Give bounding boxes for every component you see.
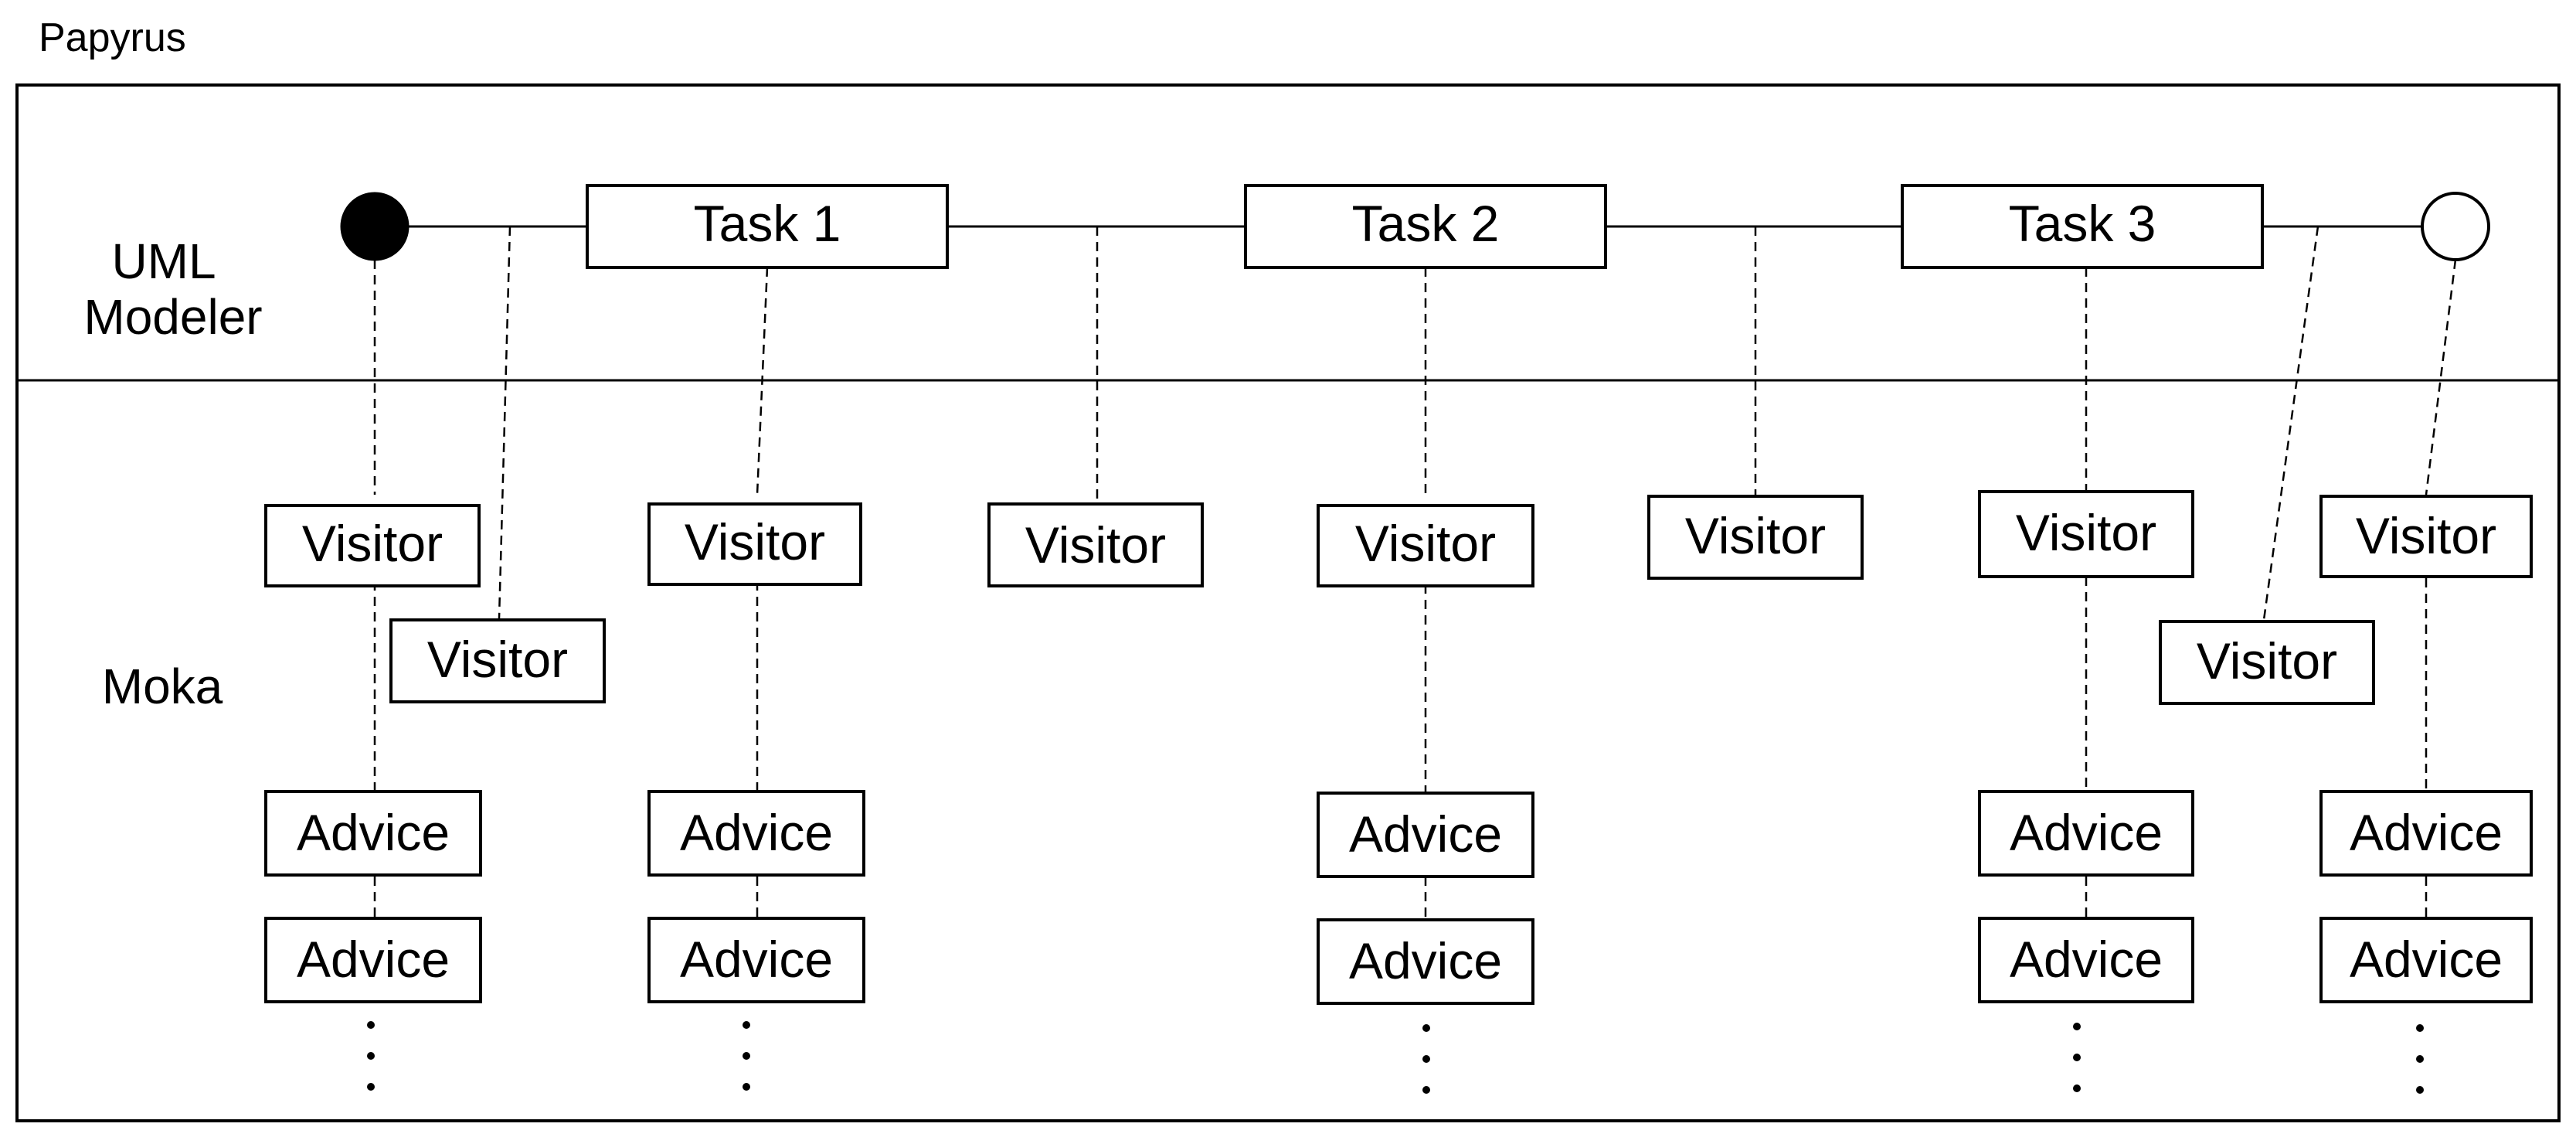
advice-box: Advice	[1317, 918, 1534, 1005]
visitor-box: Visitor	[264, 504, 481, 587]
task-3-label: Task 3	[2009, 195, 2156, 252]
diagram-title: Papyrus	[39, 15, 186, 60]
task-2-label: Task 2	[1352, 195, 1500, 252]
visitor-label: Visitor	[685, 513, 825, 570]
visitor-label: Visitor	[1685, 507, 1826, 564]
advice-label: Advice	[680, 931, 833, 988]
task-1-label: Task 1	[694, 195, 841, 252]
advice-label: Advice	[297, 804, 450, 861]
advice-box: Advice	[1978, 790, 2194, 877]
task-3: Task 3	[1901, 184, 2264, 269]
visitor-label: Visitor	[2356, 507, 2496, 564]
visitor-box: Visitor	[2159, 620, 2375, 705]
lane-label-modeler: Modeler	[83, 289, 262, 345]
advice-box: Advice	[264, 917, 482, 1003]
advice-box: Advice	[1317, 792, 1534, 878]
visitor-box: Visitor	[389, 618, 606, 703]
visitor-box: Visitor	[1647, 495, 1864, 580]
continuation-dots	[367, 1021, 2424, 1094]
visitor-label: Visitor	[2016, 504, 2156, 561]
advice-label: Advice	[680, 804, 833, 861]
advice-box: Advice	[2319, 790, 2533, 877]
visitor-box: Visitor	[987, 502, 1204, 587]
outer-frame	[15, 83, 2561, 1122]
visitor-label: Visitor	[1025, 516, 1166, 574]
final-node	[2421, 192, 2490, 261]
advice-label: Advice	[2350, 804, 2503, 861]
visitor-box: Visitor	[1317, 504, 1534, 587]
dashed-connectors	[373, 226, 2457, 918]
advice-box: Advice	[647, 917, 865, 1003]
advice-box: Advice	[1978, 917, 2194, 1003]
visitor-box: Visitor	[1978, 490, 2194, 578]
visitor-label: Visitor	[1355, 515, 1496, 572]
advice-label: Advice	[297, 931, 450, 988]
advice-label: Advice	[2350, 931, 2503, 988]
visitor-label: Visitor	[2197, 632, 2337, 689]
lane-label-moka: Moka	[102, 659, 223, 714]
advice-box: Advice	[647, 790, 865, 877]
advice-box: Advice	[2319, 917, 2533, 1003]
visitor-label: Visitor	[427, 631, 568, 688]
advice-label: Advice	[2010, 804, 2163, 861]
advice-label: Advice	[1349, 805, 1502, 863]
visitor-box: Visitor	[647, 502, 862, 586]
lane-label-uml: UML	[111, 233, 216, 289]
visitor-label: Visitor	[302, 515, 443, 572]
advice-label: Advice	[1349, 932, 1502, 989]
initial-node	[340, 192, 410, 261]
task-1: Task 1	[586, 184, 949, 269]
task-2: Task 2	[1244, 184, 1607, 269]
advice-label: Advice	[2010, 931, 2163, 988]
visitor-box: Visitor	[2319, 495, 2533, 578]
advice-box: Advice	[264, 790, 482, 877]
